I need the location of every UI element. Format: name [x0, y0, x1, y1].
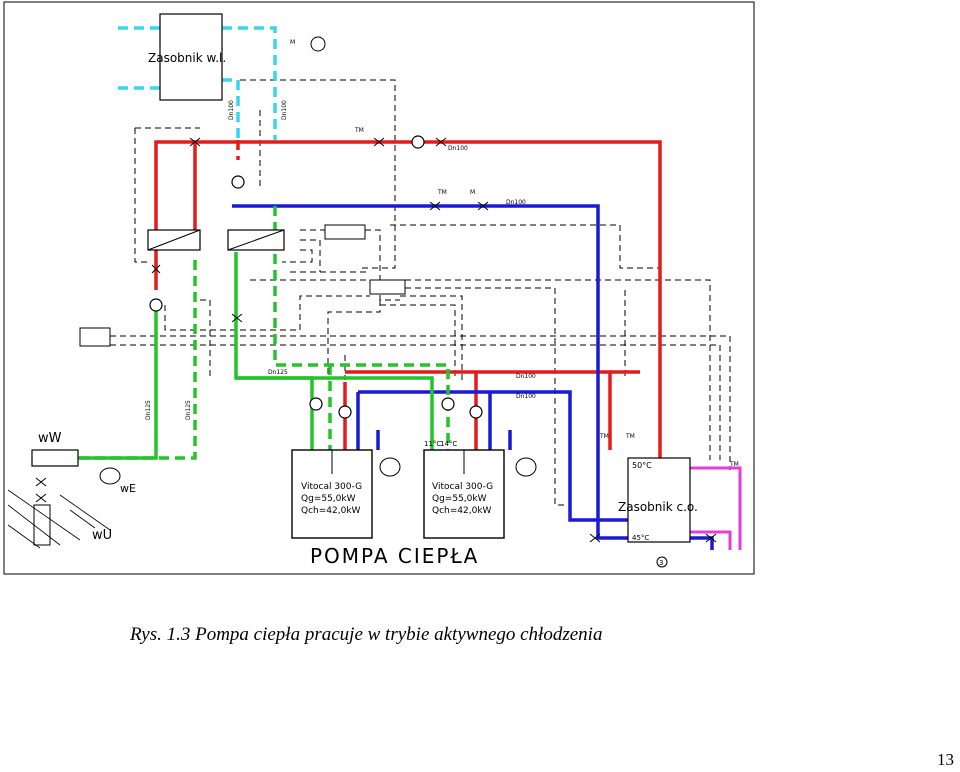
heating-tank-label: Zasobnik c.o. [618, 500, 698, 514]
label-dn125-c: Dn125 [185, 400, 192, 420]
heat-pump-title: POMPA CIEPŁA [310, 544, 479, 568]
label-m-2: M [470, 189, 475, 196]
unit-left-model: Vitocal 300-G [301, 482, 362, 492]
controller-lower [369, 279, 406, 295]
dhw-pipes [118, 26, 277, 140]
label-dn100-a: Dn100 [448, 145, 468, 152]
drawing-frame [3, 1, 755, 575]
unit-left-qch: Qch=42,0kW [301, 506, 361, 516]
temp-45-label: 45°C [632, 534, 649, 542]
figure-caption: Rys. 1.3 Pompa ciepła pracuje w trybie a… [130, 624, 603, 645]
label-tm-3: TM [599, 433, 609, 440]
temp-mid-label: 11°C [424, 440, 441, 448]
heat-exchanger-left [147, 229, 201, 251]
label-dn100-d: Dn100 [516, 393, 536, 400]
expansion-vessel-well [99, 467, 121, 485]
label-tm-5: TM [729, 461, 739, 468]
label-dn100-c: Dn100 [516, 373, 536, 380]
expansion-vessel-left [379, 457, 401, 477]
well-we-label: wE [120, 482, 136, 495]
label-m-1: M [290, 39, 295, 46]
temp-50-label: 50°C [632, 461, 652, 470]
unit-right-qg: Qg=55,0kW [432, 494, 487, 504]
well-wu-label: wU [92, 528, 112, 543]
label-dn125-b: Dn125 [145, 400, 152, 420]
expansion-vessel-dhw [310, 36, 326, 52]
valves [35, 137, 717, 543]
heat-pump-schematic: Zasobnik w.l. [3, 1, 755, 575]
unit-left-qg: Qg=55,0kW [301, 494, 356, 504]
label-tm-1: TM [354, 127, 364, 134]
well-ww-label: wW [38, 431, 62, 446]
temp-mid2-label: 14°C [440, 440, 457, 448]
page-number: 13 [937, 750, 954, 769]
dhw-tank-label: Zasobnik w.l. [148, 51, 226, 65]
unit-right-model: Vitocal 300-G [432, 482, 493, 492]
well-section [7, 449, 111, 549]
pink-pipe [690, 466, 742, 550]
label-tm-2: TM [437, 189, 447, 196]
heating-tank: 50°C 45°C 3 [627, 457, 691, 568]
expansion-vessel-right [515, 457, 537, 477]
heat-exchanger-right [227, 229, 285, 251]
controller-upper [324, 224, 366, 240]
dhw-tank [159, 13, 223, 101]
circulation-pumps [149, 135, 483, 419]
label-dn100-f: Dn100 [281, 100, 288, 120]
label-dn100-e: Dn100 [228, 100, 235, 120]
supply-pipes [154, 140, 662, 465]
heat-pump-unit-left: Vitocal 300-G Qg=55,0kW Qch=42,0kW [291, 449, 373, 539]
label-dn100-b: Dn100 [506, 199, 526, 206]
label-dn125-a: Dn125 [268, 369, 288, 376]
control-wiring [110, 79, 731, 506]
control-box [79, 327, 111, 347]
marker-3: 3 [659, 559, 663, 567]
heat-pump-unit-right: Vitocal 300-G Qg=55,0kW Qch=42,0kW [423, 449, 505, 539]
unit-right-qch: Qch=42,0kW [432, 506, 492, 516]
label-tm-4: TM [625, 433, 635, 440]
